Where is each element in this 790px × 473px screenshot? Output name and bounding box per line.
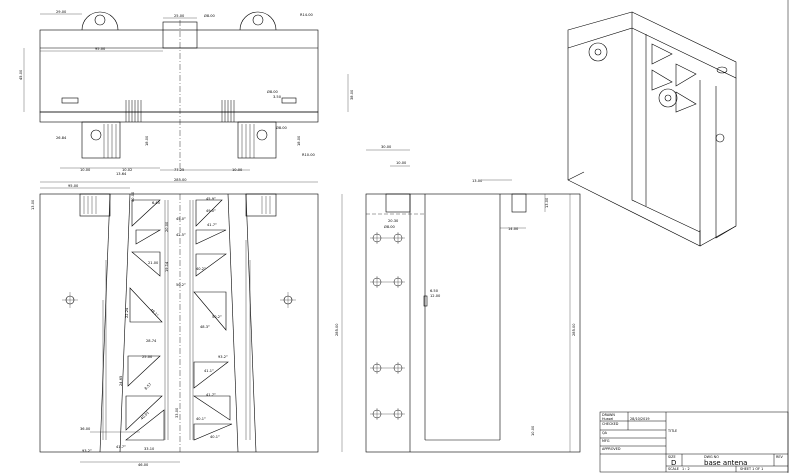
dim-front-36: 36.00 xyxy=(80,427,91,431)
dim-front-21: 21.00 xyxy=(148,261,159,265)
dim-front-417c: 41.7° xyxy=(116,445,126,449)
dim-front-4001: 40.01 xyxy=(140,411,150,421)
tb-drawn-by: Hussel xyxy=(602,417,613,421)
dim-front-13: 13.00 xyxy=(31,199,35,210)
dim-side-hole: Ø8.00 xyxy=(384,224,396,229)
dim-top-38: 38.00 xyxy=(350,89,354,100)
dim-side-height: 285.00 xyxy=(572,323,576,336)
dim-front-932: 93.2° xyxy=(218,355,228,359)
dim-front-483: 48.3° xyxy=(200,325,210,329)
tb-checked: CHECKED xyxy=(602,422,619,426)
tb-rev-label: REV xyxy=(776,455,783,459)
dim-side-10b: 10.00 xyxy=(531,425,535,436)
tb-size: D xyxy=(671,459,676,467)
dim-front-459: 45.9° xyxy=(206,197,216,201)
dim-top-10: 10.00 xyxy=(80,168,91,172)
title-block xyxy=(599,411,789,473)
tb-scale-label: SCALE xyxy=(668,467,679,471)
dim-side-65: 6.50 xyxy=(430,289,439,293)
top-view xyxy=(23,11,349,171)
dim-side-14: 14.00 xyxy=(508,227,519,231)
dim-side-13: 13.00 xyxy=(472,179,483,183)
dim-front-1914: 19.14 xyxy=(165,261,169,272)
tb-qa: QA xyxy=(602,431,608,435)
dim-front-401b: 40.1° xyxy=(210,435,220,439)
tb-scale: 1 : 2 xyxy=(682,467,690,471)
dim-front-20: 20.00 xyxy=(165,221,169,232)
tb-mfg: MFG xyxy=(602,439,610,443)
dim-front-5027: 50.2° xyxy=(212,315,222,319)
tb-title-label: TITLE xyxy=(667,429,677,433)
dim-top-25: 25.00 xyxy=(174,14,185,18)
dim-top-1364: 13.64 xyxy=(116,172,127,176)
side-view xyxy=(365,149,581,453)
dim-top-hole: Ø8.00 xyxy=(204,13,216,18)
dim-top-r14: R14.00 xyxy=(300,13,313,17)
dim-top-29: 29.00 xyxy=(56,10,67,14)
dim-front-857: 8.57 xyxy=(144,382,152,390)
dim-side-13b: 13.00 xyxy=(545,197,549,208)
dim-front-645: 6.45 xyxy=(152,201,160,205)
dim-front-25: 25.00 xyxy=(142,355,153,359)
tb-sheet: SHEET 1 OF 1 xyxy=(740,467,763,471)
dim-front-411: 41.1° xyxy=(204,369,214,373)
dim-front-425: 42.5° xyxy=(176,233,186,237)
dim-side-12: 12.00 xyxy=(430,294,441,298)
tb-dwgno: base antena xyxy=(704,459,747,467)
dim-top-hole2: Ø8.00 xyxy=(267,89,279,94)
dim-top-95: 95.00 xyxy=(95,47,106,51)
side-view-dims: 30.00 10.00 13.00 13.00 20.30 Ø8.00 14.0… xyxy=(381,145,576,436)
dim-front-height: 285.00 xyxy=(335,323,339,336)
dim-front-502: 50.2° xyxy=(176,283,186,287)
tb-approved: APPROVED xyxy=(602,447,621,451)
dim-front-49: 49.0° xyxy=(206,209,216,213)
dim-side-30: 30.00 xyxy=(381,145,392,149)
dim-top-3: 3.50 xyxy=(273,95,282,99)
title-block-text: DRAWN Hussel 28/10/2019 CHECKED QA MFG A… xyxy=(602,413,783,471)
dim-front-46: 46.00 xyxy=(138,463,149,467)
dim-front-2874: 28.74 xyxy=(146,339,157,343)
dim-top-18: 18.00 xyxy=(145,135,149,146)
dim-front-285: 285.00 xyxy=(174,178,187,182)
front-view-dims: 285.00 95.00 13.00 40.00 6.45 45.9° 20.0… xyxy=(31,178,339,467)
tb-size-label: SIZE xyxy=(668,455,676,459)
dim-front-3310: 33.10 xyxy=(144,447,155,451)
dim-top-r10: R10.00 xyxy=(302,153,315,157)
dim-top-10b: 10.00 xyxy=(232,168,243,172)
dim-front-2465: 24.65 xyxy=(119,376,123,386)
dim-side-2030: 20.30 xyxy=(388,219,399,223)
dim-front-932b: 93.2° xyxy=(82,449,92,453)
dim-front-401: 40.1° xyxy=(196,417,206,421)
dim-front-2224: 22.24 xyxy=(125,307,129,318)
dim-side-10: 10.00 xyxy=(396,161,407,165)
dim-front-417b: 41.7° xyxy=(206,393,216,397)
dim-front-417: 41.7° xyxy=(207,223,217,227)
dim-front-33: 33.00 xyxy=(175,407,179,418)
dim-front-402: 40.2° xyxy=(196,267,206,271)
tb-dwgno-label: DWG NO xyxy=(704,455,719,459)
tb-drawn-label: DRAWN xyxy=(602,413,615,417)
dim-top-2684: 26.84 xyxy=(56,136,67,140)
dim-top-45: 45.00 xyxy=(19,69,23,80)
top-view-dims: 29.00 25.00 Ø8.00 R14.00 95.00 45.00 38.… xyxy=(19,10,354,176)
front-view xyxy=(39,181,343,463)
dim-top-1002: 10.02 xyxy=(122,168,132,172)
dim-front-95: 95.00 xyxy=(68,184,79,188)
dim-front-40: 40.00 xyxy=(131,191,135,202)
dim-top-7725: 77.25 xyxy=(174,168,184,172)
isometric-view xyxy=(567,11,737,247)
dim-top-hole3: Ø8.00 xyxy=(276,125,288,130)
dim-front-45: 45.0° xyxy=(176,217,186,221)
dim-front-481: 48.1° xyxy=(149,308,159,318)
tb-date: 28/10/2019 xyxy=(630,417,650,421)
dim-top-18b: 18.00 xyxy=(297,135,301,146)
